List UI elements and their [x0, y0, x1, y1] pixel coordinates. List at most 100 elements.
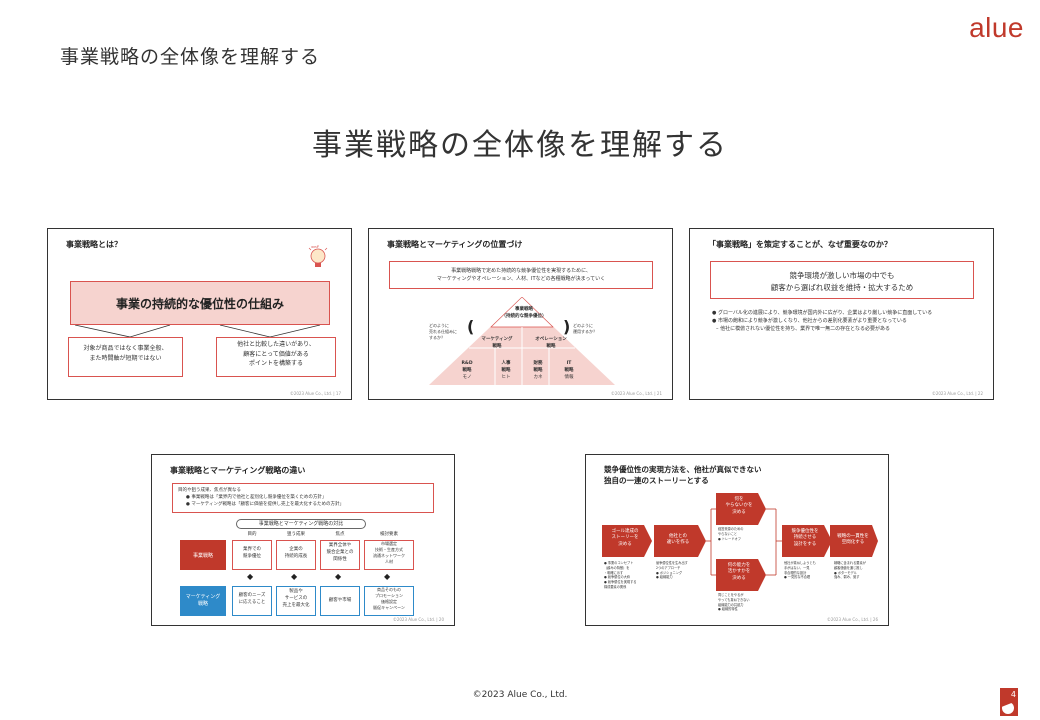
slide-20-row1-label: 事業戦略	[180, 540, 226, 570]
slide-26-flow-arrows	[602, 493, 878, 591]
slide-17-copyright: ©2023 Alue Co., Ltd.	[289, 391, 333, 396]
slide-22-copyright: ©2023 Alue Co., Ltd.	[931, 391, 975, 396]
slide-21-fin-res: カネ	[533, 374, 543, 380]
slide-21-box-line-2: マーケティングやオペレーション、人材、ITなどの各種戦略が決まっていく	[436, 276, 606, 282]
slide-21-top-line-2: （持続的な競争優位）	[501, 313, 547, 319]
slide-20-title: 事業戦略とマーケティング戦略の違い	[170, 466, 306, 475]
slide-20-row1-label-text: 事業戦略	[192, 552, 213, 559]
slide-20-box-bullet-1-text: 事業戦略は「業界内で他社と差別化し競争優位を築くための方針」	[191, 495, 327, 501]
slide-21-midright-line-1: オペレーション	[535, 337, 567, 342]
slide-20-col-1: 目的	[247, 532, 257, 537]
slide-20-compare-label: 事業戦略とマーケティング戦略の対比	[236, 519, 366, 529]
slide-21-it-res: 情報	[564, 374, 574, 380]
slide-20-box-head: 目的や狙う成果、焦点が異なる	[178, 488, 241, 493]
slide-thumbnail-17[interactable]: 事業戦略とは？ IDEA 事業の持続的な優位性の仕組み 対象が商品ではなく事業全…	[47, 228, 352, 400]
slide-21-box: 事業戦略戦略で定めた持続的な競争優位性を実現するために、 マーケティングやオペレ…	[389, 261, 653, 289]
slide-21-fin-sub: 戦略	[533, 367, 543, 373]
slide-21-hr-sub: 戦略	[501, 367, 511, 373]
slide-20-compare-label-text: 事業戦略とマーケティング戦略の対比	[258, 521, 344, 527]
slide-22-bullets: ● グローバル化の進展により、競争環境が国内外に広がり、企業はより厳しい競争に直…	[712, 309, 974, 333]
slide-26-copyright: ©2023 Alue Co., Ltd.	[826, 617, 870, 622]
slide-20-row2-label: マーケティング 戦略	[180, 586, 226, 616]
slide-20-row2-cell-4: 商品そのもの プロモーション 価格設定 販促キャンペーン	[364, 586, 414, 616]
slide-thumbnail-21[interactable]: 事業戦略とマーケティングの位置づけ 事業戦略戦略で定めた持続的な競争優位性を実現…	[368, 228, 673, 400]
slide-26-flow-3: 何を やらないかを 決める	[725, 497, 753, 515]
slide-21-tier-finance: 財務 戦略 カネ	[524, 361, 552, 381]
slide-21-rightnote-1: どのように	[573, 323, 593, 328]
slide-21-rd-res: モノ	[462, 374, 472, 380]
page-number: 4	[1010, 690, 1016, 699]
slide-17-left-box: 対象が商品ではなく事業全般、 また時間軸が短期ではない	[68, 337, 183, 377]
slide-22-title: 「事業戦略」を策定することが、なぜ重要なのか？	[708, 240, 892, 249]
slide-21-leftnote-3: するか？	[429, 335, 445, 340]
slide-21-rd-name: R&D	[461, 361, 473, 366]
slide-21-mid-right: オペレーション 戦略	[523, 337, 579, 351]
slide-20-copyright: ©2023 Alue Co., Ltd.	[392, 617, 436, 622]
alue-logo: alue	[969, 12, 1024, 43]
slide-20-row1-cell-2: 企業の 持続的成長	[276, 540, 316, 570]
slide-21-leftnote-2: 売れる仕組みに	[429, 329, 457, 334]
slide-21-right-note: どのように 運用するか？	[573, 323, 613, 335]
slide-17-right-line-2: 顧客にとって価値がある	[243, 350, 309, 358]
slide-21-midleft-line-2: 戦略	[492, 343, 502, 349]
page-curl-icon	[1002, 702, 1014, 714]
slide-20-diamond-3: ◆	[335, 572, 342, 581]
idea-label: IDEA	[311, 245, 319, 249]
slide-20-col-3: 焦点	[335, 532, 345, 537]
page-header-title: 事業戦略の全体像を理解する	[60, 46, 321, 68]
slide-thumbnail-26[interactable]: 競争優位性の実現方法を、他社が真似できない 独自の一連のストーリーとする ゴール…	[585, 454, 889, 626]
slide-26-flow-2: 他社との 違いを作る	[666, 534, 690, 546]
slide-22-bullet-2: ● 市場の飽和により競争が激しくなり、他社からの差別化要素がより重要となっている	[712, 318, 907, 324]
slide-26-flow-5: 競争優位性を 持続させる 設計をする	[791, 529, 819, 547]
slide-21-tier-hr: 人事 戦略 ヒト	[492, 361, 520, 381]
slide-21-tier-rd: R&D 戦略 モノ	[453, 361, 481, 381]
slide-26-note-6: 戦略に含まれる要素が 顧客価値を通じ推し ● ポターモデル 強み、弱み、奨す	[834, 561, 866, 580]
slide-20-box: 目的や狙う成果、焦点が異なる ● 事業戦略は「業界内で他社と差別化し競争優位を築…	[172, 483, 434, 513]
slide-21-top-tier: 事業戦略 （持続的な競争優位）	[492, 307, 556, 321]
footer-copyright: ©2023 Alue Co., Ltd.	[472, 690, 568, 700]
slide-20-box-bullet-2: ● マーケティング戦略は「顧客に価値を提供し売上を最大化するための方針」	[186, 502, 344, 508]
slide-22-box-line-2: 顧客から選ばれ収益を維持・拡大するため	[770, 283, 914, 292]
slide-22-bullet-1-text: グローバル化の進展により、競争環境が国内外に広がり、企業はより厳しい競争に直面し…	[717, 310, 933, 316]
right-bracket-icon: )	[563, 317, 571, 336]
slide-22-dash-text: 他社に模倣されない優位性を持ち、業界で唯一無二の存在となる必要がある	[720, 326, 890, 332]
slide-17-left-line-1: 対象が商品ではなく事業全般、	[83, 345, 168, 352]
slide-20-row2-cell-1: 顧客のニーズ に応えること	[232, 586, 272, 616]
slide-21-title: 事業戦略とマーケティングの位置づけ	[387, 240, 523, 249]
slide-26-note-1: ● 事業のコンセプト （顧みの特徴）を ・明確に示す ● 競争優位の大枠 ● 競…	[604, 561, 637, 589]
slide-21-copyright: ©2023 Alue Co., Ltd.	[610, 391, 654, 396]
slide-20-row2-cell-2: 製品や サービスの 売上を最大化	[276, 586, 316, 616]
slide-21-hr-res: ヒト	[501, 374, 511, 380]
slide-22-dash: – 他社に模倣されない優位性を持ち、業界で唯一無二の存在となる必要がある	[716, 326, 890, 332]
slide-21-hr-name: 人事	[501, 361, 511, 366]
slide-26-page: 26	[872, 617, 878, 622]
slide-21-mid-left: マーケティング 戦略	[469, 337, 525, 351]
slide-21-tier-it: IT 戦略 情報	[555, 361, 583, 381]
slide-17-left-line-2: また時間軸が短期ではない	[89, 354, 162, 362]
slide-20-row1-cell-1: 業界での 競争優位	[232, 540, 272, 570]
slide-22-bullet-2-text: 市場の飽和により競争が激しくなり、他社からの差別化要素がより重要となっている	[717, 318, 907, 324]
slide-thumbnail-20[interactable]: 事業戦略とマーケティング戦略の違い 目的や狙う成果、焦点が異なる ● 事業戦略は…	[151, 454, 455, 626]
slide-26-note-3: 経営資源のための やらないこと ● トレードオフ	[718, 527, 744, 541]
slide-26-title: 競争優位性の実現方法を、他社が真似できない 独自の一連のストーリーとする	[604, 465, 762, 486]
slide-17-title: 事業戦略とは？	[66, 240, 122, 249]
slide-20-footer: ©2023 Alue Co., Ltd. | 20	[392, 617, 444, 622]
slide-20-col-4: 検討要素	[380, 532, 398, 537]
slide-22-footer: ©2023 Alue Co., Ltd. | 22	[931, 391, 983, 396]
slide-21-pyramid	[429, 297, 615, 385]
slide-20-row1-cell-4: 市場選定 技術・生産方式 流通ネットワーク 人材	[364, 540, 414, 570]
slide-26-note-5: 他社が真似しようとも 手がはない、一見 非合理的な設計 ● 一見的な不合理	[784, 561, 816, 580]
page-number-badge: 4	[1000, 688, 1018, 716]
slide-21-page: 21	[656, 391, 662, 396]
slide-21-it-sub: 戦略	[564, 367, 574, 373]
slide-21-rightnote-2: 運用するか？	[573, 329, 597, 334]
slide-20-diamond-2: ◆	[291, 572, 298, 581]
slide-21-top-line-1: 事業戦略	[515, 307, 533, 312]
slide-20-diamond-4: ◆	[384, 572, 391, 581]
slide-21-midleft-line-1: マーケティング	[481, 337, 513, 342]
slide-21-midright-line-2: 戦略	[546, 343, 556, 349]
slide-thumbnail-22[interactable]: 「事業戦略」を策定することが、なぜ重要なのか？ 競争環境が激しい市場の中でも 顧…	[689, 228, 994, 400]
slide-20-box-bullet-2-text: マーケティング戦略は「顧客に価値を提供し売上を最大化するための方針」	[191, 502, 344, 508]
slide-20-row1-cell-3: 業界全体や 競合企業との 関係性	[320, 540, 360, 570]
slide-26-title-line-2: 独自の一連のストーリーとする	[604, 475, 709, 485]
